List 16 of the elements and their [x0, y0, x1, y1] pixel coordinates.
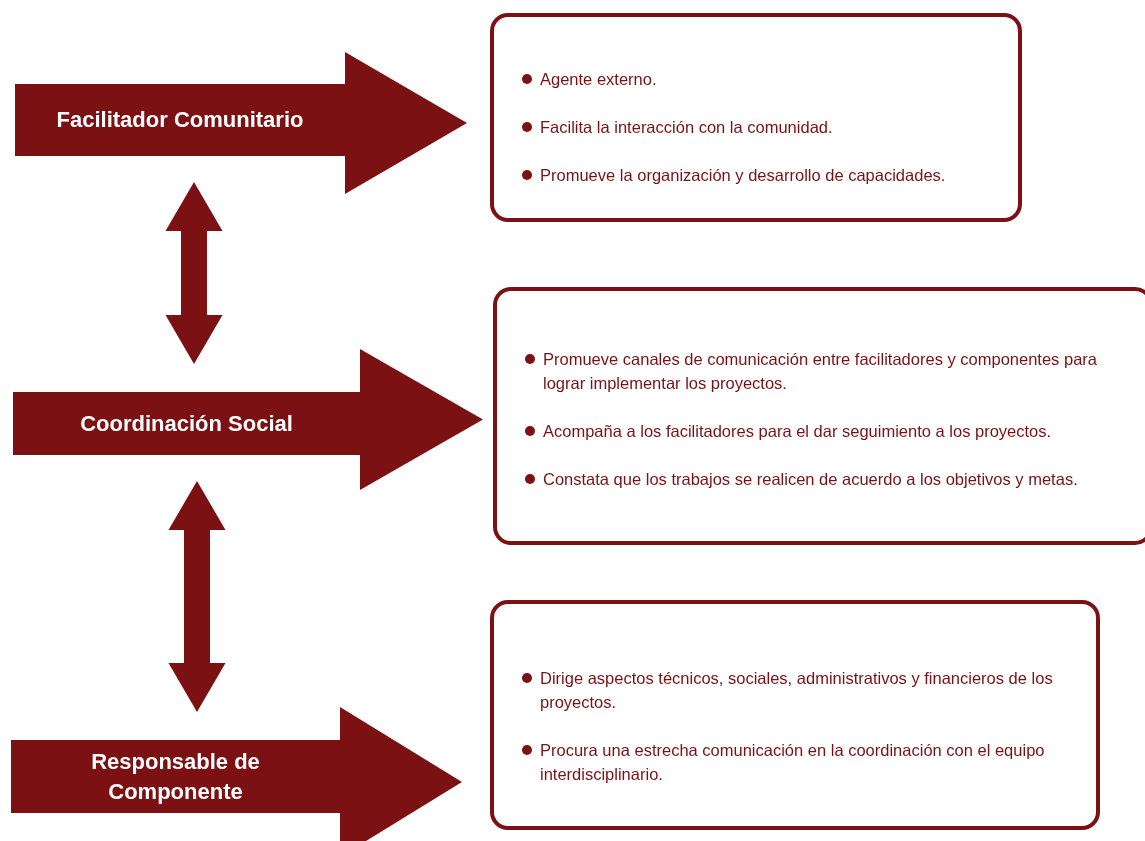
bullet-item: Acompaña a los facilitadores para el dar seguimiento a los proyectos. — [525, 419, 1143, 443]
rounded-box — [490, 13, 1022, 222]
bullet-item: Promueve la organización y desarrollo de capacidades. — [522, 163, 1018, 187]
double-arrow — [168, 481, 226, 712]
bullet-item: Agente externo. — [522, 67, 1018, 91]
double-arrow — [165, 182, 223, 364]
bullet-item: Facilita la interacción con la comunidad. — [522, 115, 1018, 139]
arrow-label: Facilitador Comunitario — [56, 106, 304, 134]
rounded-box — [490, 600, 1100, 830]
bullet-item: Procura una estrecha comunicación en la coordinación con el equipo interdisciplinario. — [522, 738, 1070, 786]
bullet-item: Dirige aspectos técnicos, sociales, administrativos y financieros de los proyectos. — [522, 666, 1070, 714]
bullet-item: Promueve canales de comunicación entre facilitadores y componentes para lograr implementar los proyectos. — [525, 347, 1143, 395]
arrow-label: Coordinación Social — [80, 409, 293, 438]
rounded-box — [493, 287, 1145, 545]
bullet-item: Constata que los trabajos se realicen de acuerdo a los objetivos y metas. — [525, 467, 1143, 491]
arrow-label: Responsable de Componente — [90, 747, 261, 806]
